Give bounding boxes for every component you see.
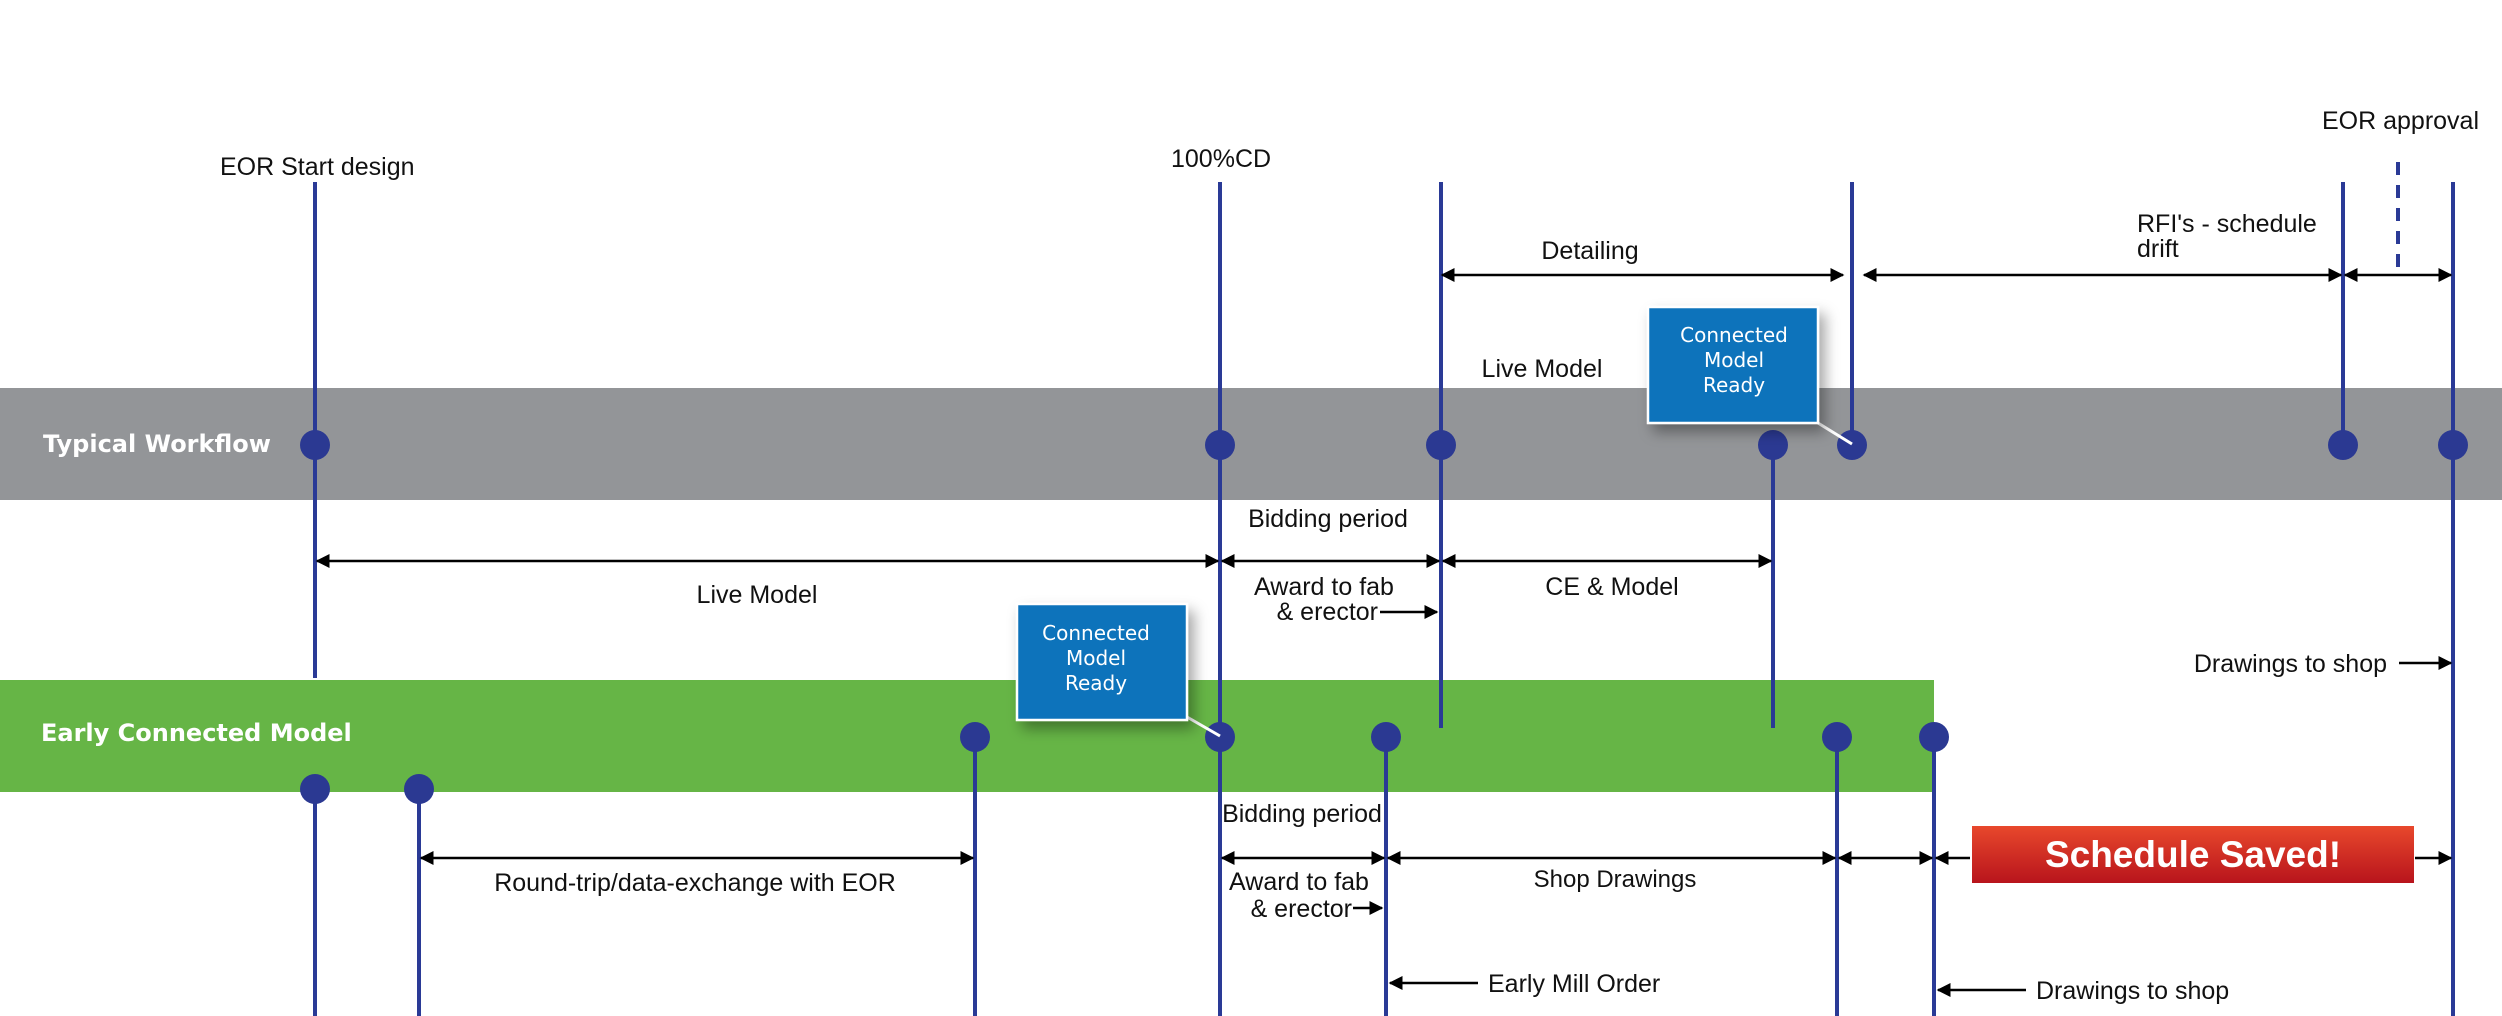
span-label-early-drawings-to-shop: Drawings to shop [2036,977,2229,1005]
milestone-dot-icon [1822,722,1852,752]
span-label-shop-drawings: Shop Drawings [1534,866,1697,893]
milestone-dot-icon [404,774,434,804]
span-label-live-model-top: Live Model [1482,355,1603,383]
callout-line: Model [1066,646,1126,670]
milestone-dot-icon [300,774,330,804]
milestone-label-eor-approval: EOR approval [2322,107,2479,135]
milestone-dot-icon [300,430,330,460]
milestone-label-100cd: 100%CD [1171,145,1271,173]
milestone-dot-icon [1758,430,1788,460]
callout-line: Connected [1042,621,1150,645]
early-connected-model-label: Early Connected Model [41,719,352,747]
span-label-rfi-line2: drift [2137,235,2179,263]
span-label-bidding-period: Bidding period [1248,505,1408,533]
span-label-early-bidding-period: Bidding period [1222,800,1382,828]
milestone-dot-icon [960,722,990,752]
milestone-dot-icon [1205,722,1235,752]
span-label-award-line2: & erector [1277,598,1378,626]
span-label-detailing: Detailing [1541,237,1638,265]
milestone-dot-icon [2328,430,2358,460]
callout-line: Ready [1065,671,1127,695]
span-label-live-model: Live Model [697,581,818,609]
callout-connected-model-ready-early: Connected Model Ready [1015,602,1221,738]
timeline-lines [313,182,2455,1016]
span-label-early-award-line1: Award to fab [1229,868,1369,896]
milestone-dot-icon [1371,722,1401,752]
typical-workflow-label: Typical Workflow [43,430,271,458]
milestone-dots [300,430,2468,804]
span-label-early-mill-order: Early Mill Order [1488,970,1660,998]
typical-span-arrows [315,554,2453,670]
callout-line: Ready [1703,373,1765,397]
milestone-label-eor-start: EOR Start design [220,153,415,181]
schedule-saved-banner: Schedule Saved! [1972,826,2414,883]
span-label-ce-model: CE & Model [1545,573,1678,601]
early-span-arrows [419,851,2453,997]
callout-line: Connected [1680,323,1788,347]
span-label-rfi-line1: RFI's - schedule [2137,210,2317,238]
span-label-early-award-line2: & erector [1251,895,1352,923]
callout-connected-model-ready-typical: Connected Model Ready [1646,305,1853,446]
typical-workflow-band [0,388,2502,500]
milestone-dot-icon [1205,430,1235,460]
schedule-saved-text: Schedule Saved! [2045,834,2341,875]
milestone-dot-icon [2438,430,2468,460]
span-label-drawings-to-shop: Drawings to shop [2194,650,2387,678]
milestone-dot-icon [1426,430,1456,460]
span-label-round-trip: Round-trip/data-exchange with EOR [494,869,896,897]
milestone-dot-icon [1919,722,1949,752]
milestone-dot-icon [1837,430,1867,460]
callout-line: Model [1704,348,1764,372]
span-label-award-line1: Award to fab [1254,573,1394,601]
